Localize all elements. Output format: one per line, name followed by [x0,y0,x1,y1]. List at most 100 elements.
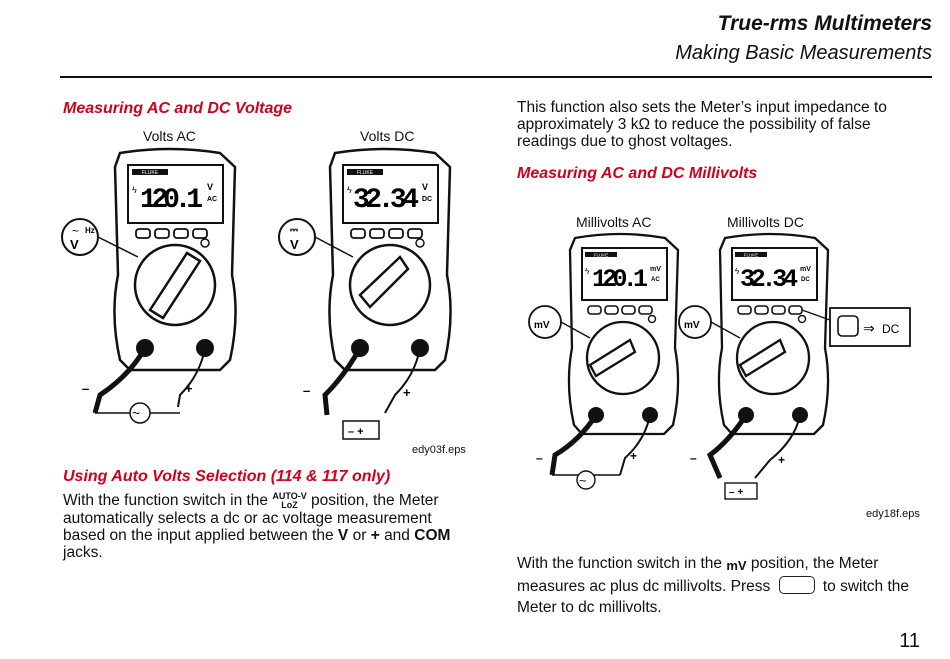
document-title: True-rms Multimeters [717,12,932,35]
meter-button [192,228,208,239]
arrow-right-icon: ⇒ [863,320,875,336]
meter-millivolts-ac-illustration: FLUKE ϟ 120.1 mV AC mV ~ – + [528,232,680,490]
ac-source-wave: ~ [579,473,587,488]
minus-sign: – [536,451,543,465]
ac-source-icon [129,402,151,424]
red-lead [754,414,801,479]
lcd-reading: 120.1 [592,265,648,294]
black-lead [322,346,363,416]
red-lead [177,347,206,408]
battery-polarity: – + [348,426,364,438]
ac-wave-icon: ~ [72,224,79,238]
minus-sign: – [690,451,697,465]
button-row [350,228,423,239]
meter-button [737,305,752,315]
plus-sign: + [630,449,637,463]
brand-label [132,169,168,175]
lcd-reading: 120.1 [140,185,203,216]
meter-button [771,305,786,315]
dial-knob [358,255,410,309]
meter-button [587,305,602,315]
paragraph-impedance: This function also sets the Meter’s inpu… [517,99,887,150]
callout-box-dc [829,307,911,347]
dial-callout [61,218,99,256]
lightning-icon: ϟ [585,267,590,276]
figure-ref-edy18f: edy18f.eps [866,508,920,520]
lightning-icon: ϟ [735,267,740,276]
red-lead [619,414,651,476]
lcd-unit-top: mV [800,266,811,273]
meter-button [407,228,423,239]
backlight-button [647,314,657,324]
lcd-frame [581,247,668,301]
backlight-button [415,238,425,248]
minus-sign: – [303,383,310,398]
dial-sub: Hz [85,226,95,235]
dial-knob [148,251,202,320]
yellow-button-icon [837,315,859,337]
battery-icon [724,482,758,500]
black-lead [92,346,148,414]
black-lead [549,413,599,476]
caption-millivolts-dc: Millivolts DC [727,214,804,230]
dial-label: mV [684,320,700,331]
callout-line [97,236,139,258]
document-subtitle: Making Basic Measurements [675,42,932,64]
lcd-reading: 32.34 [740,265,798,294]
button-row [587,305,653,315]
ac-source-wave: ~ [132,405,140,421]
meter-button [135,228,151,239]
backlight-button [200,238,210,248]
meter-button [638,305,653,315]
brand-label [347,169,383,175]
brand-label [735,252,767,257]
dial-label: V [70,237,79,252]
dc-symbol-icon: ⎓ [290,225,298,236]
lightning-icon: ϟ [347,185,352,195]
meter-button [788,305,803,315]
lcd-unit-top: mV [650,266,661,273]
meter-millivolts-dc-illustration: FLUKE ϟ 32.34 mV DC mV ⇒ DC – + – + [678,232,911,500]
plus-sign: + [778,453,785,467]
brand-label [585,252,617,257]
meter-button [369,228,385,239]
meter-button [173,228,189,239]
battery-icon [342,420,380,440]
caption-volts-ac: Volts AC [143,128,196,144]
button-row [135,228,208,239]
ac-source-icon [576,470,596,490]
meter-button [754,305,769,315]
paragraph-millivolts: With the function switch in the mV posit… [517,555,910,616]
backlight-button [797,314,807,324]
meter-volts-dc-illustration: FLUKE ϟ 32.34 V DC ⎓ V – + – + [278,147,452,440]
section-title-millivolts: Measuring AC and DC Millivolts [517,165,758,182]
plus-sign: + [403,385,411,400]
meter-button [604,305,619,315]
section-title-auto-volts: Using Auto Volts Selection (114 & 117 on… [63,468,391,485]
button-row [737,305,803,315]
brand-text: FLUKE [594,253,609,258]
lcd-unit-bottom: AC [651,277,660,283]
callout-line-button [801,309,831,321]
lcd-unit-top: V [207,182,213,192]
lcd-unit-top: V [422,182,428,192]
callout-line [710,321,741,339]
lcd-unit-bottom: DC [801,277,810,283]
brand-text: FLUKE [142,170,159,176]
figure-ref-edy03f: edy03f.eps [412,444,466,456]
black-lead [706,413,749,479]
page-number: 11 [899,630,920,652]
dial-knob [588,338,637,378]
red-lead [384,347,421,414]
minus-sign: – [82,381,89,396]
lightning-icon: ϟ [132,185,137,195]
lcd-unit-bottom: AC [207,196,217,203]
header-rule [60,76,932,78]
mv-ac-dc-symbol: mV [726,558,747,573]
battery-polarity: – + [729,487,743,498]
callout-dc-label: DC [882,322,900,336]
lcd-reading: 32.34 [353,185,419,216]
callout-line [314,236,354,258]
